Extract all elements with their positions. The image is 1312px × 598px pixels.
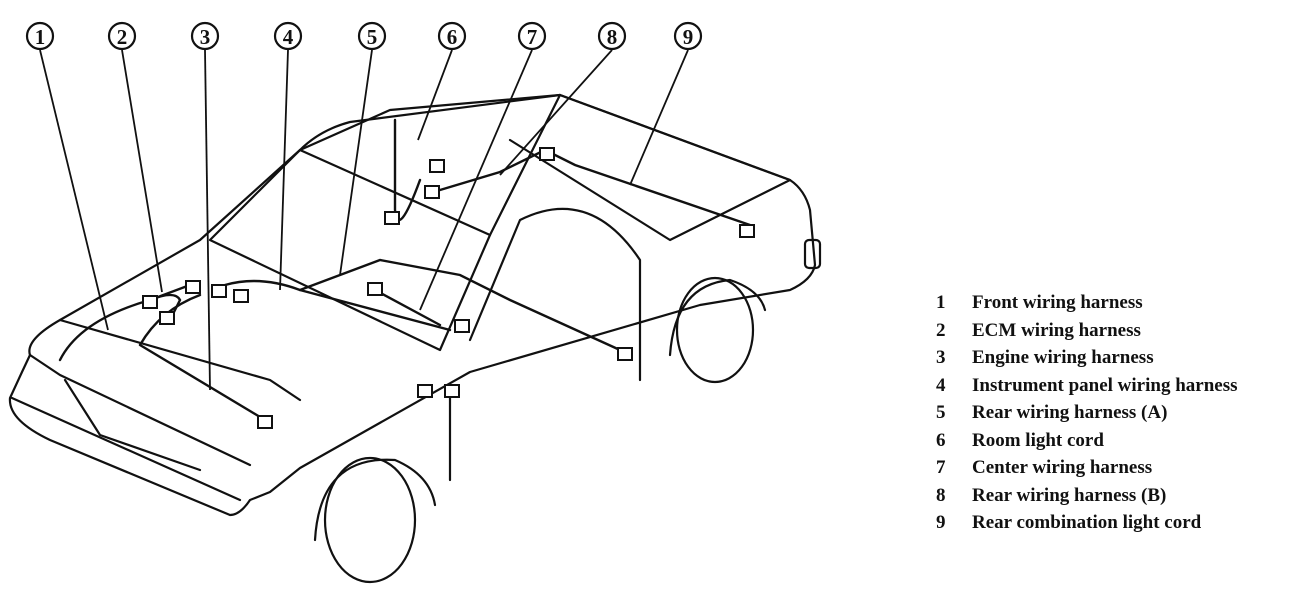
legend-item: 5 Rear wiring harness (A) <box>936 402 1306 430</box>
legend-item: 9 Rear combination light cord <box>936 512 1306 540</box>
legend-label: Rear wiring harness (B) <box>972 484 1167 506</box>
callout-number-2: 2 <box>117 25 128 49</box>
leader-line-2 <box>121 49 163 293</box>
callout-number-9: 9 <box>683 25 694 49</box>
legend: 1 Front wiring harness 2 ECM wiring harn… <box>936 292 1306 540</box>
legend-label: Center wiring harness <box>972 457 1153 478</box>
callout-circle-5 <box>357 21 387 51</box>
callout-circle-1 <box>25 21 55 51</box>
connector <box>211 284 227 298</box>
connector <box>185 280 201 294</box>
legend-number: 4 <box>936 374 946 396</box>
connector <box>444 384 460 398</box>
connector <box>417 384 433 398</box>
connector <box>384 211 400 225</box>
callout-circle-3 <box>190 21 220 51</box>
rear-wheel <box>675 276 755 384</box>
legend-item: 8 Rear wiring harness (B) <box>936 485 1306 513</box>
connector <box>429 159 445 173</box>
callout-circle-7 <box>517 21 547 51</box>
legend-number: 1 <box>936 292 946 313</box>
front-wheel-arch <box>313 458 437 542</box>
rear-wheel-arch <box>668 278 767 357</box>
legend-number: 3 <box>936 347 946 368</box>
legend-item: 3 Engine wiring harness <box>936 347 1306 375</box>
callout-number-4: 4 <box>283 25 294 49</box>
connector <box>233 289 249 303</box>
grille <box>63 378 202 472</box>
legend-item: 1 Front wiring harness <box>936 292 1306 320</box>
hood-edge <box>58 318 302 402</box>
callout-number-8: 8 <box>607 25 618 49</box>
callout-circle-4 <box>273 21 303 51</box>
legend-number: 8 <box>936 484 946 506</box>
legend-item: 7 Center wiring harness <box>936 457 1306 485</box>
legend-item: 2 ECM wiring harness <box>936 320 1306 348</box>
connector <box>424 185 440 199</box>
connector <box>367 282 383 296</box>
callout-number-3: 3 <box>200 25 211 49</box>
legend-label: ECM wiring harness <box>972 319 1141 341</box>
legend-number: 6 <box>936 429 946 451</box>
rear-window <box>488 93 562 237</box>
leader-line-9 <box>629 49 689 186</box>
leader-line-3 <box>204 49 211 391</box>
connector <box>142 295 158 309</box>
harness-center <box>373 288 442 327</box>
callout-circle-2 <box>107 21 137 51</box>
legend-label: Engine wiring harness <box>972 347 1154 368</box>
connector <box>739 224 755 238</box>
windshield <box>208 148 492 352</box>
callout-number-1: 1 <box>35 25 46 49</box>
connector <box>617 347 633 361</box>
harness-engine <box>138 293 267 422</box>
callout-circle-6 <box>437 21 467 51</box>
taillight <box>803 238 822 270</box>
front-face <box>28 353 252 467</box>
callout-circle-8 <box>597 21 627 51</box>
callout-circle-9 <box>673 21 703 51</box>
legend-label: Rear combination light cord <box>972 512 1202 533</box>
leader-line-8 <box>499 49 613 176</box>
front-bumper <box>10 396 242 502</box>
harness-instrument <box>223 279 452 332</box>
callout-number-5: 5 <box>367 25 378 49</box>
legend-item: 6 Room light cord <box>936 430 1306 458</box>
connector <box>159 311 175 325</box>
connector <box>454 319 470 333</box>
leader-line-7 <box>419 49 533 311</box>
legend-number: 5 <box>936 402 946 423</box>
leader-line-5 <box>339 49 373 276</box>
leader-line-4 <box>279 49 289 291</box>
legend-item: 4 Instrument panel wiring harness <box>936 375 1306 403</box>
roof-line <box>298 93 562 152</box>
legend-number: 2 <box>936 319 946 341</box>
connector <box>257 415 273 429</box>
leader-line-6 <box>417 49 453 141</box>
front-wheel <box>323 456 417 584</box>
legend-number: 7 <box>936 457 946 478</box>
legend-number: 9 <box>936 512 946 533</box>
leader-line-1 <box>39 49 109 331</box>
legend-label: Instrument panel wiring harness <box>972 374 1238 396</box>
harness-room-light <box>393 118 422 222</box>
callout-number-6: 6 <box>447 25 458 49</box>
legend-label: Room light cord <box>972 429 1104 451</box>
callout-number-7: 7 <box>527 25 538 49</box>
harness-rear-combo <box>543 148 752 227</box>
harness-rear-b <box>438 148 547 192</box>
legend-label: Front wiring harness <box>972 292 1143 313</box>
door-frame <box>468 207 642 382</box>
connector <box>539 147 555 161</box>
legend-label: Rear wiring harness (A) <box>972 402 1168 423</box>
harness-rear-a <box>298 258 622 352</box>
truck-bed <box>508 93 792 242</box>
